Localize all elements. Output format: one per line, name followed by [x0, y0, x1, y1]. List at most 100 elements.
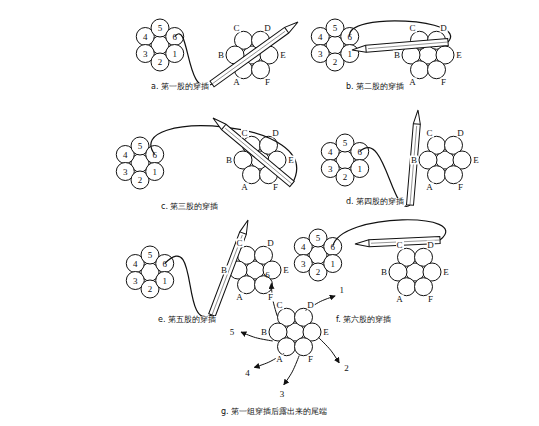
- splice-step: [116, 115, 296, 189]
- fid-groove: [225, 128, 292, 184]
- strand-line: [350, 21, 451, 42]
- strand-letter: D: [426, 241, 435, 250]
- splice-step: [136, 19, 300, 87]
- strand-letter: E: [455, 51, 463, 60]
- strand-circle: [398, 278, 416, 296]
- strand-circle: [351, 143, 369, 161]
- strand-circle: [341, 45, 359, 63]
- step-caption: e. 第五股的穿插: [157, 316, 217, 324]
- strand-circle: [166, 28, 184, 46]
- strand-number: 1: [162, 276, 167, 285]
- step-caption: d. 第四股的穿插: [345, 198, 405, 206]
- strand-number: 1: [357, 164, 362, 173]
- strand-end: [318, 337, 339, 363]
- strand-number: 3: [143, 49, 148, 58]
- strand-letter: B: [393, 51, 401, 60]
- strand-number: 2: [344, 364, 349, 373]
- fid-body: [211, 115, 294, 186]
- strand-number: 4: [133, 259, 138, 268]
- strand-letter: C: [235, 239, 243, 248]
- step-caption: a. 第一股的穿插: [150, 83, 210, 91]
- strand-number: 6: [347, 32, 352, 41]
- strand-number: 2: [333, 58, 338, 67]
- strand-number: 1: [330, 259, 335, 268]
- fid-body: [209, 219, 252, 316]
- strand-line: [151, 126, 297, 184]
- strand-letter: B: [220, 266, 228, 275]
- strand-number: 5: [230, 328, 235, 337]
- fid-body: [407, 110, 422, 206]
- strand-circle: [255, 276, 273, 294]
- strand-number: 4: [245, 369, 250, 378]
- strand-letter: D: [306, 301, 315, 310]
- strand-circle: [263, 261, 281, 279]
- fid-body: [210, 19, 300, 87]
- strand-circle: [146, 163, 164, 181]
- strand-letter: F: [457, 182, 464, 191]
- fid-tip-line: [285, 27, 289, 33]
- strand-letter: A: [235, 292, 244, 301]
- strand-number: 5: [148, 251, 153, 260]
- strand-circle: [156, 272, 174, 290]
- strand-number: 3: [318, 49, 323, 58]
- strand-circle: [411, 61, 429, 79]
- strand-letter: C: [395, 241, 403, 250]
- fid-tip-line: [413, 123, 420, 125]
- splice-step: [321, 110, 471, 207]
- strand-number: 6: [152, 150, 157, 159]
- strand-letter: A: [275, 354, 284, 363]
- strand-number: 6: [172, 32, 177, 41]
- strand-number: 6: [330, 242, 335, 251]
- fid-tool: [407, 110, 422, 206]
- strand-letter: D: [456, 129, 465, 138]
- strand-letter: C: [240, 129, 248, 138]
- strand-circle: [156, 255, 174, 273]
- strand-letter: E: [442, 268, 450, 277]
- strand-circle: [428, 166, 446, 184]
- strand-letter: D: [271, 129, 280, 138]
- strand-circle: [146, 146, 164, 164]
- strand-letter: C: [425, 129, 433, 138]
- strand-number: 1: [347, 49, 352, 58]
- strand-circle: [324, 255, 342, 273]
- strand-letter: E: [287, 156, 295, 165]
- strand-circle: [278, 338, 296, 356]
- strand-letter: B: [225, 156, 233, 165]
- strand-letter: F: [264, 77, 271, 86]
- fid-groove: [212, 31, 285, 84]
- strand-number: 3: [301, 259, 306, 268]
- strand-letter: B: [380, 268, 388, 277]
- strand-number: 2: [343, 173, 348, 182]
- strand-letter: F: [272, 182, 279, 191]
- strand-number: 3: [328, 164, 333, 173]
- strand-letter: F: [427, 294, 434, 303]
- fid-groove: [368, 42, 448, 49]
- fid-tool: [211, 115, 294, 186]
- strand-letter: D: [266, 239, 275, 248]
- fid-tip-line: [221, 124, 225, 129]
- strand-circle: [166, 45, 184, 63]
- strand-number: 5: [138, 142, 143, 151]
- strand-letter: A: [232, 77, 241, 86]
- strand-number: 6: [162, 259, 167, 268]
- splice-step: [311, 19, 454, 79]
- strand-number: 4: [318, 32, 323, 41]
- strand-letter: E: [322, 328, 330, 337]
- strand-circle: [238, 276, 256, 294]
- strand-letter: F: [307, 354, 314, 363]
- strand-circle: [324, 238, 342, 256]
- strand-letter: A: [395, 294, 404, 303]
- strand-number: 5: [333, 24, 338, 33]
- fid-tip-line: [240, 232, 247, 234]
- strand-letter: B: [410, 156, 418, 165]
- strand-end: [254, 353, 284, 367]
- strand-line: [165, 256, 212, 317]
- strand-circle: [243, 166, 261, 184]
- strand-circle: [445, 166, 463, 184]
- strand-letter: E: [282, 266, 290, 275]
- strand-number: 2: [138, 176, 143, 185]
- fid-groove: [410, 126, 417, 205]
- strand-letter: C: [275, 301, 283, 310]
- strand-number: 2: [158, 58, 163, 67]
